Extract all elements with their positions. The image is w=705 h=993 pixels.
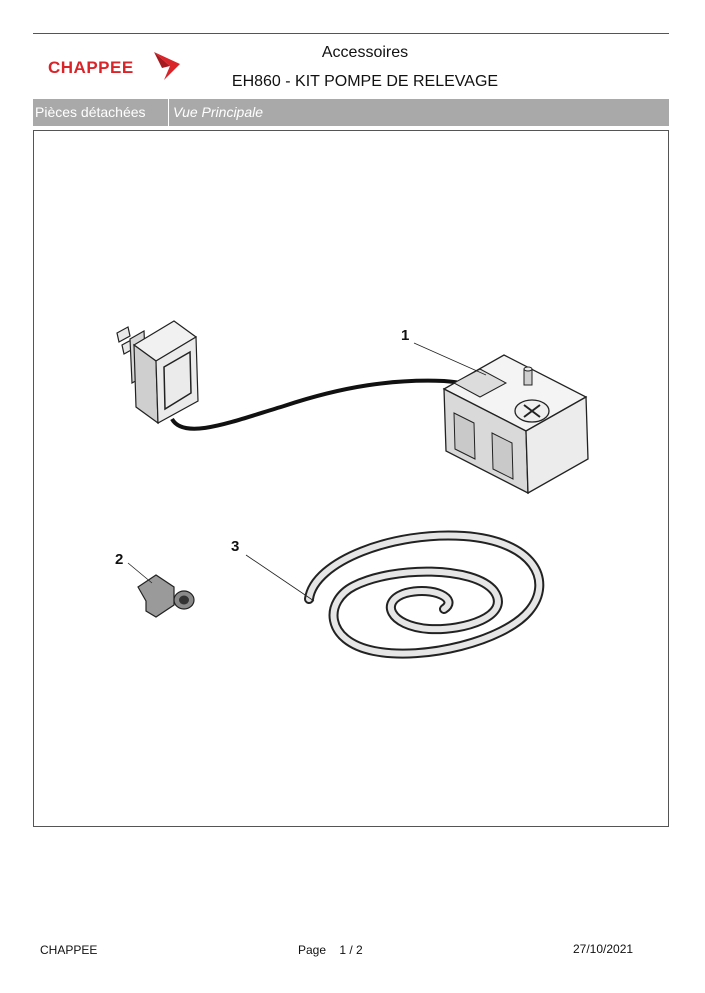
- callout-2-leader: [127, 562, 153, 584]
- callout-3: 3: [231, 538, 240, 555]
- logo-arrow-icon: [154, 52, 180, 80]
- footer-page-label: Page: [298, 943, 327, 957]
- exploded-diagram: [116, 320, 589, 659]
- category-title: Accessoires: [321, 44, 409, 61]
- coiled-hose-drawing: [304, 530, 545, 659]
- section-bar: Pièces détachées Vue Principale: [33, 99, 669, 126]
- callout-1: 1: [401, 327, 410, 344]
- footer-page: Page 1 / 2: [298, 943, 363, 957]
- section-label-main-view: Vue Principale: [173, 104, 264, 120]
- footer-company: CHAPPEE: [40, 943, 98, 957]
- footer-page-number: 1 / 2: [339, 943, 363, 957]
- top-rule: [33, 33, 669, 34]
- diagram-frame: 1 2 3: [33, 130, 669, 827]
- document-title: EH860 - KIT POMPE DE RELEVAGE: [231, 73, 499, 90]
- callout-2: 2: [115, 551, 124, 568]
- logo-text: CHAPPEE: [48, 58, 134, 77]
- callout-1-leader: [413, 342, 487, 376]
- cable-drawing: [170, 378, 475, 431]
- chappee-logo: CHAPPEE: [48, 50, 188, 84]
- elbow-fitting-drawing: [137, 574, 195, 618]
- footer-date: 27/10/2021: [573, 942, 634, 956]
- power-adapter-drawing: [116, 320, 199, 425]
- callout-3-leader: [245, 554, 315, 602]
- pump-unit-drawing: [442, 354, 589, 495]
- section-label-spare-parts: Pièces détachées: [33, 99, 169, 126]
